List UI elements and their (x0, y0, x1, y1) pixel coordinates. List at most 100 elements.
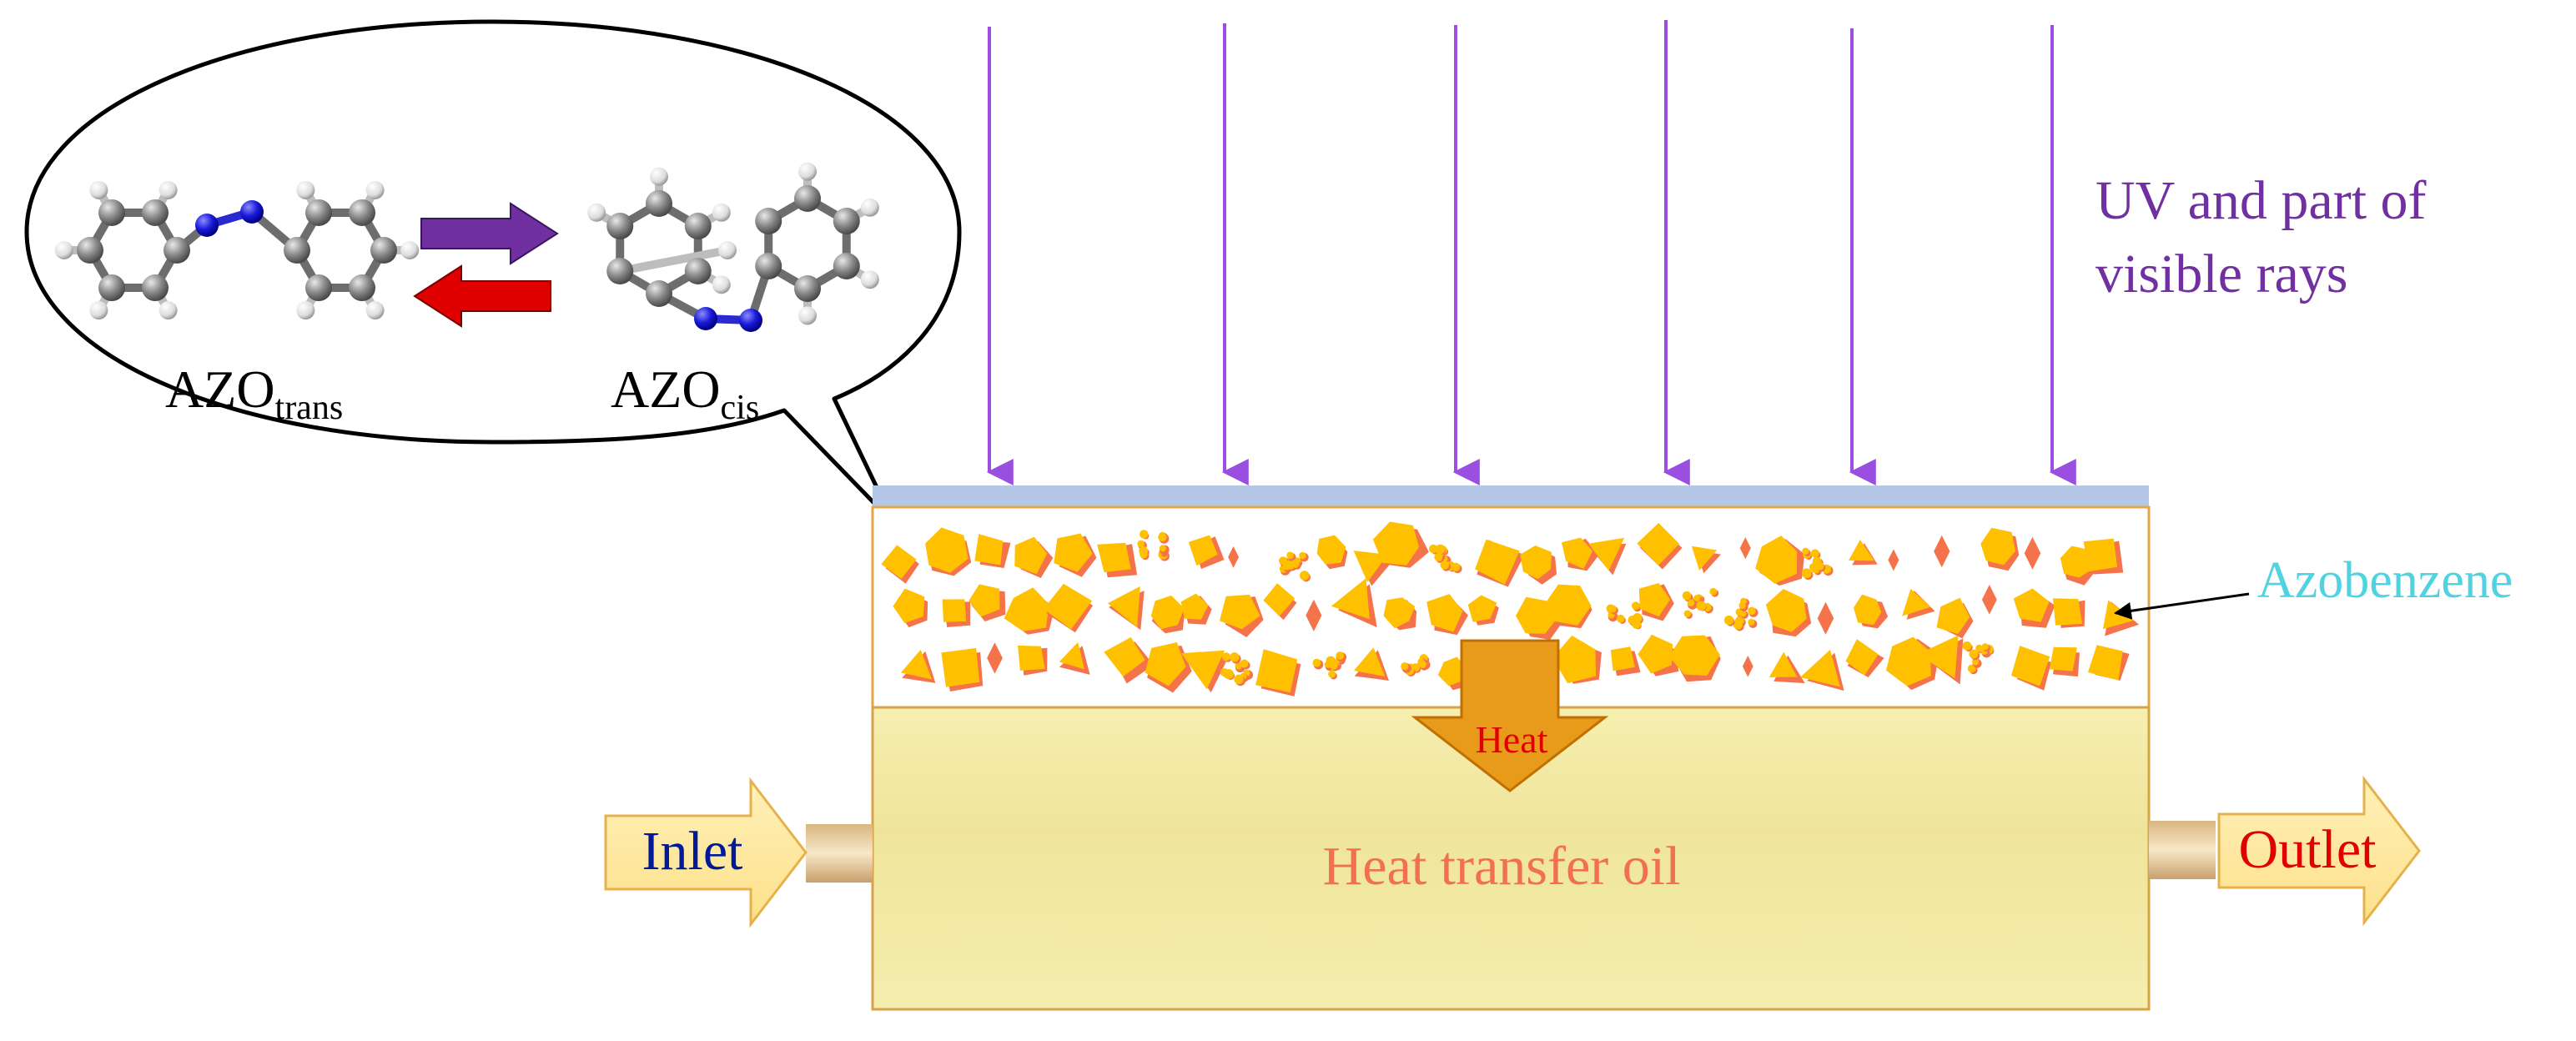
oil-label: Heat transfer oil (1323, 836, 1681, 897)
hydrogen-atom (860, 270, 879, 289)
crystal (1668, 635, 1720, 676)
uv-label-line2: visible rays (2096, 244, 2347, 304)
crystal-fragment (1696, 601, 1707, 611)
crystal-fragment (1234, 674, 1244, 685)
carbon-atom (684, 258, 712, 284)
hydrogen-atom (296, 301, 315, 320)
glass-cover (873, 485, 2149, 507)
crystal (1383, 597, 1416, 629)
crystal (1372, 521, 1420, 566)
crystal (1220, 594, 1260, 630)
crystal-fragment (1435, 544, 1446, 555)
crystal (969, 584, 1000, 617)
crystal (987, 642, 1003, 674)
hydrogen-atom (400, 241, 420, 259)
crystal-fragment (1733, 620, 1743, 630)
hydrogen-atom (718, 241, 737, 259)
azo-cis-label: AZOcis (611, 360, 759, 427)
carbon-atom (305, 274, 332, 302)
crystal-fragment (1291, 559, 1300, 568)
crystal (2053, 598, 2083, 626)
crystal (1437, 656, 1467, 686)
crystal (1902, 588, 1931, 616)
hydrogen-atom (365, 180, 385, 199)
crystal-fragment (1140, 550, 1148, 559)
hydrogen-atom (798, 306, 817, 325)
crystal-fragment (1452, 562, 1461, 571)
crystal (1845, 639, 1879, 676)
equilibrium-arrows-icon (413, 202, 559, 328)
hydrogen-atom (798, 162, 817, 181)
carbon-atom (606, 258, 634, 284)
crystal (1768, 651, 1798, 677)
carbon-atom (794, 275, 821, 302)
molecule-bond (616, 246, 732, 275)
crystal (901, 649, 933, 680)
crystal (1755, 536, 1798, 584)
crystal (1475, 539, 1520, 585)
crystal (1145, 642, 1186, 686)
crystal (1228, 546, 1240, 568)
crystal-fragment (1312, 658, 1321, 667)
crystal-fragment (1631, 601, 1640, 611)
crystal-fragment (1158, 532, 1167, 541)
crystal (1886, 636, 1931, 686)
crystal (1562, 537, 1593, 569)
azobenzene-crystals (881, 521, 2140, 697)
carbon-atom (349, 199, 375, 226)
crystal-fragment (1687, 599, 1695, 607)
crystal (1306, 599, 1322, 631)
crystal-fragment (1440, 561, 1450, 570)
crystal (1150, 595, 1185, 630)
carbon-atom (833, 253, 860, 279)
hydrogen-atom (587, 203, 606, 222)
outlet-label: Outlet (2239, 819, 2377, 880)
carbon-atom (370, 237, 397, 264)
crystal-fragment (1981, 643, 1989, 651)
nitrogen-atom (240, 200, 264, 224)
crystal-fragment (1230, 652, 1240, 662)
carbon-atom (142, 199, 169, 226)
azobenzene-label: Azobenzene (2257, 552, 2513, 609)
crystal (925, 527, 969, 573)
heat-arrow (1411, 639, 1609, 792)
crystal (1043, 583, 1093, 630)
crystal (1981, 584, 1997, 615)
uv-label-line1: UV and part of (2096, 170, 2427, 231)
crystal (1817, 601, 1834, 635)
crystal (1331, 578, 1370, 620)
crystal-fragment (1962, 641, 1972, 651)
crystal (1097, 542, 1131, 573)
crystal (1520, 546, 1552, 580)
carbon-atom (142, 274, 169, 302)
outlet-arrow (2217, 775, 2421, 927)
crystal (974, 534, 1004, 566)
nitrogen-atom (195, 214, 219, 237)
crystal-fragment (1328, 670, 1336, 678)
crystal-fragment (1137, 540, 1145, 548)
carbon-atom (794, 185, 821, 212)
crystal-fragment (1418, 660, 1426, 669)
nitrogen-atom (694, 307, 717, 330)
crystal-fragment (1140, 530, 1149, 539)
crystal (1546, 584, 1592, 626)
crystal-fragment (1223, 669, 1234, 680)
crystal-fragment (1299, 551, 1306, 560)
crystal-fragment (1221, 652, 1231, 661)
crystal-fragment (1608, 605, 1617, 613)
carbon-atom (606, 213, 634, 239)
crystal (1799, 649, 1840, 687)
crystal-fragment (1738, 601, 1746, 610)
crystal-fragment (1709, 587, 1718, 596)
crystal (1018, 645, 1045, 671)
crystal (1588, 537, 1625, 571)
crystal (1637, 522, 1680, 566)
crystal (2060, 546, 2094, 578)
hydrogen-atom (158, 180, 178, 199)
crystal-fragment (1723, 615, 1734, 626)
crystal-fragment (1683, 610, 1692, 617)
crystal (1188, 535, 1218, 566)
heat-label: Heat (1476, 718, 1548, 761)
uv-rays (986, 20, 2076, 485)
